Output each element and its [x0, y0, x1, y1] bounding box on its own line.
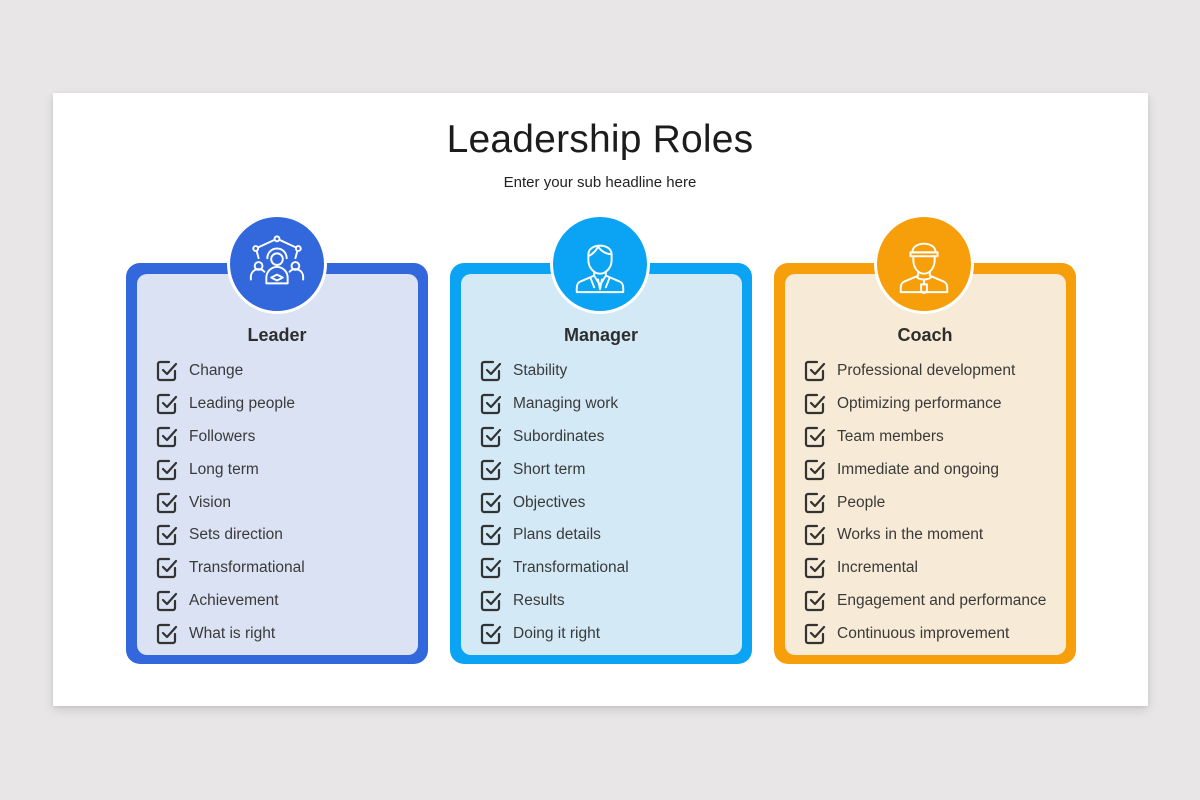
list-item: Leading people [155, 388, 305, 421]
list-item: Subordinates [479, 421, 629, 454]
page-title: Leadership Roles [446, 118, 754, 161]
businessman-icon [575, 244, 625, 294]
coach-card [774, 263, 1076, 664]
manager-badge [550, 214, 650, 314]
list-item: Sets direction [155, 519, 305, 552]
leader-card-title: Leader [247, 325, 307, 345]
checkbox-checked-icon [480, 525, 502, 546]
list-item: Transformational [155, 552, 305, 585]
leader-list: Change Leading people Followers Long ter… [155, 355, 305, 650]
list-item: Transformational [479, 552, 629, 585]
checkbox-checked-icon [480, 623, 502, 644]
checkbox-checked-icon [480, 558, 502, 579]
checkbox-checked-icon [480, 394, 502, 415]
list-item: Objectives [479, 486, 629, 519]
list-item: Incremental [803, 552, 1046, 585]
team-leader-network-icon [249, 235, 305, 285]
coach-list: Professional development Optimizing perf… [803, 355, 1046, 650]
checkbox-checked-icon [804, 492, 826, 513]
coach-card-title: Coach [897, 325, 953, 345]
manager-card-title: Manager [563, 325, 639, 345]
list-item: Works in the moment [803, 519, 1046, 552]
checkbox-checked-icon [480, 459, 502, 480]
checkbox-checked-icon [480, 492, 502, 513]
checkbox-checked-icon [156, 623, 178, 644]
checkbox-checked-icon [804, 361, 826, 382]
list-item: People [803, 486, 1046, 519]
checkbox-checked-icon [804, 394, 826, 415]
checkbox-checked-icon [156, 590, 178, 612]
list-item: Vision [155, 486, 305, 519]
coach-badge [874, 214, 974, 314]
list-item: Team members [803, 421, 1046, 454]
checkbox-checked-icon [156, 558, 178, 579]
checkbox-checked-icon [804, 558, 826, 579]
manager-list: Stability Managing work Subordinates Sho… [479, 355, 629, 650]
checkbox-checked-icon [156, 361, 178, 382]
checkbox-checked-icon [480, 361, 502, 382]
list-item: Followers [155, 421, 305, 454]
list-item: Short term [479, 453, 629, 486]
list-item: Plans details [479, 519, 629, 552]
checkbox-checked-icon [804, 590, 826, 612]
list-item: Managing work [479, 388, 629, 421]
checkbox-checked-icon [804, 525, 826, 546]
checkbox-checked-icon [480, 426, 502, 448]
checkbox-checked-icon [156, 394, 178, 415]
checkbox-checked-icon [156, 426, 178, 448]
leader-card [126, 263, 428, 664]
list-item: Long term [155, 453, 305, 486]
list-item: What is right [155, 617, 305, 650]
list-item: Change [155, 355, 305, 388]
list-item: Doing it right [479, 617, 629, 650]
page-subtitle: Enter your sub headline here [503, 174, 697, 191]
leader-badge [227, 214, 327, 314]
list-item: Results [479, 585, 629, 618]
checkbox-checked-icon [804, 623, 826, 644]
checkbox-checked-icon [804, 426, 826, 448]
list-item: Continuous improvement [803, 617, 1046, 650]
checkbox-checked-icon [804, 459, 826, 480]
list-item: Optimizing performance [803, 388, 1046, 421]
checkbox-checked-icon [156, 525, 178, 546]
checkbox-checked-icon [480, 590, 502, 612]
list-item: Professional development [803, 355, 1046, 388]
checkbox-checked-icon [156, 492, 178, 513]
list-item: Immediate and ongoing [803, 453, 1046, 486]
list-item: Achievement [155, 585, 305, 618]
coach-with-whistle-icon [899, 242, 949, 294]
checkbox-checked-icon [156, 459, 178, 480]
list-item: Stability [479, 355, 629, 388]
list-item: Engagement and performance [803, 585, 1046, 618]
